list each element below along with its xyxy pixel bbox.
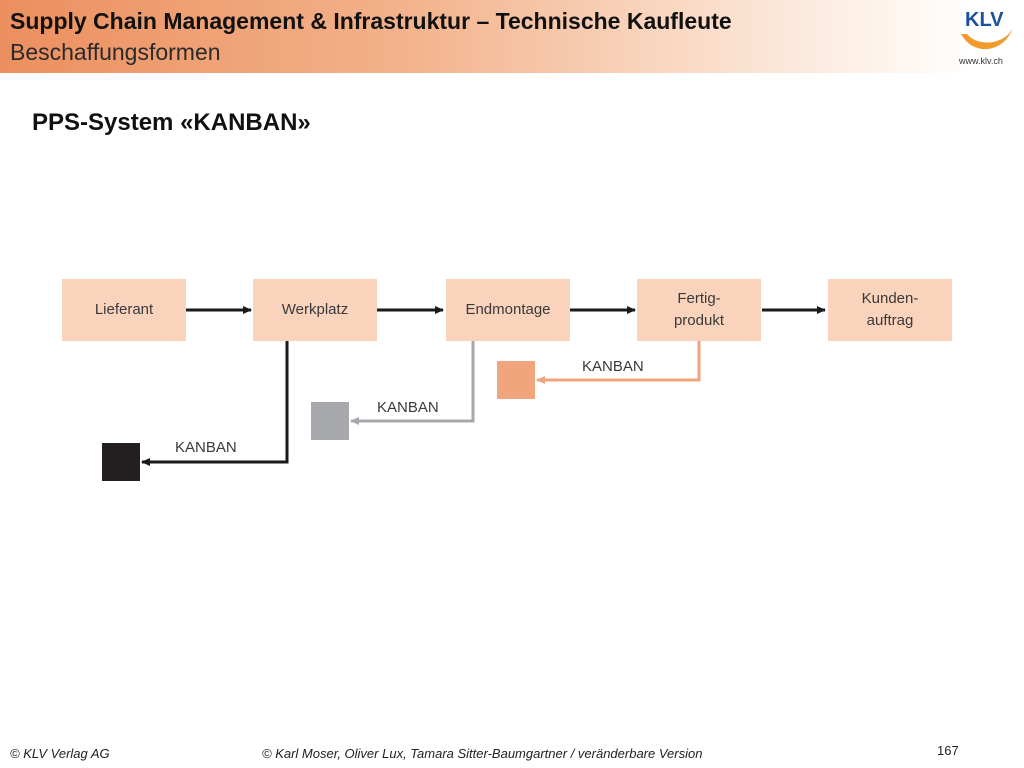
klv-logo-text: KLV	[965, 9, 1004, 31]
footer-publisher: © KLV Verlag AG	[10, 746, 110, 761]
header-bar	[0, 0, 1024, 73]
box-werkplatz: Werkplatz	[253, 279, 377, 341]
page-number: 167	[937, 743, 959, 758]
kanban-card-black	[102, 443, 140, 481]
footer-authors: © Karl Moser, Oliver Lux, Tamara Sitter-…	[262, 746, 703, 761]
slide-subtitle: Beschaffungsformen	[10, 39, 221, 65]
box-lieferant: Lieferant	[62, 279, 186, 341]
kanban-label-orange: KANBAN	[582, 358, 644, 375]
box-endmontage: Endmontage	[446, 279, 570, 341]
kanban-label-black: KANBAN	[175, 439, 237, 456]
logo-url: www.klv.ch	[959, 56, 1003, 66]
kanban-card-orange	[497, 361, 535, 399]
box-fertigprodukt: Fertig- produkt	[637, 279, 761, 341]
section-title: PPS-System «KANBAN»	[32, 109, 311, 136]
box-label: Lieferant	[94, 301, 154, 318]
box-label: Fertig- produkt	[673, 290, 725, 329]
box-label: Kunden- auftrag	[861, 290, 919, 329]
box-label: Endmontage	[465, 301, 551, 318]
slide-title: Supply Chain Management & Infrastruktur …	[10, 8, 732, 34]
klv-logo: KLV	[955, 4, 1017, 70]
kanban-label-gray: KANBAN	[377, 399, 439, 416]
kanban-card-gray	[311, 402, 349, 440]
box-label: Werkplatz	[281, 301, 349, 318]
box-kundenauftrag: Kunden- auftrag	[828, 279, 952, 341]
